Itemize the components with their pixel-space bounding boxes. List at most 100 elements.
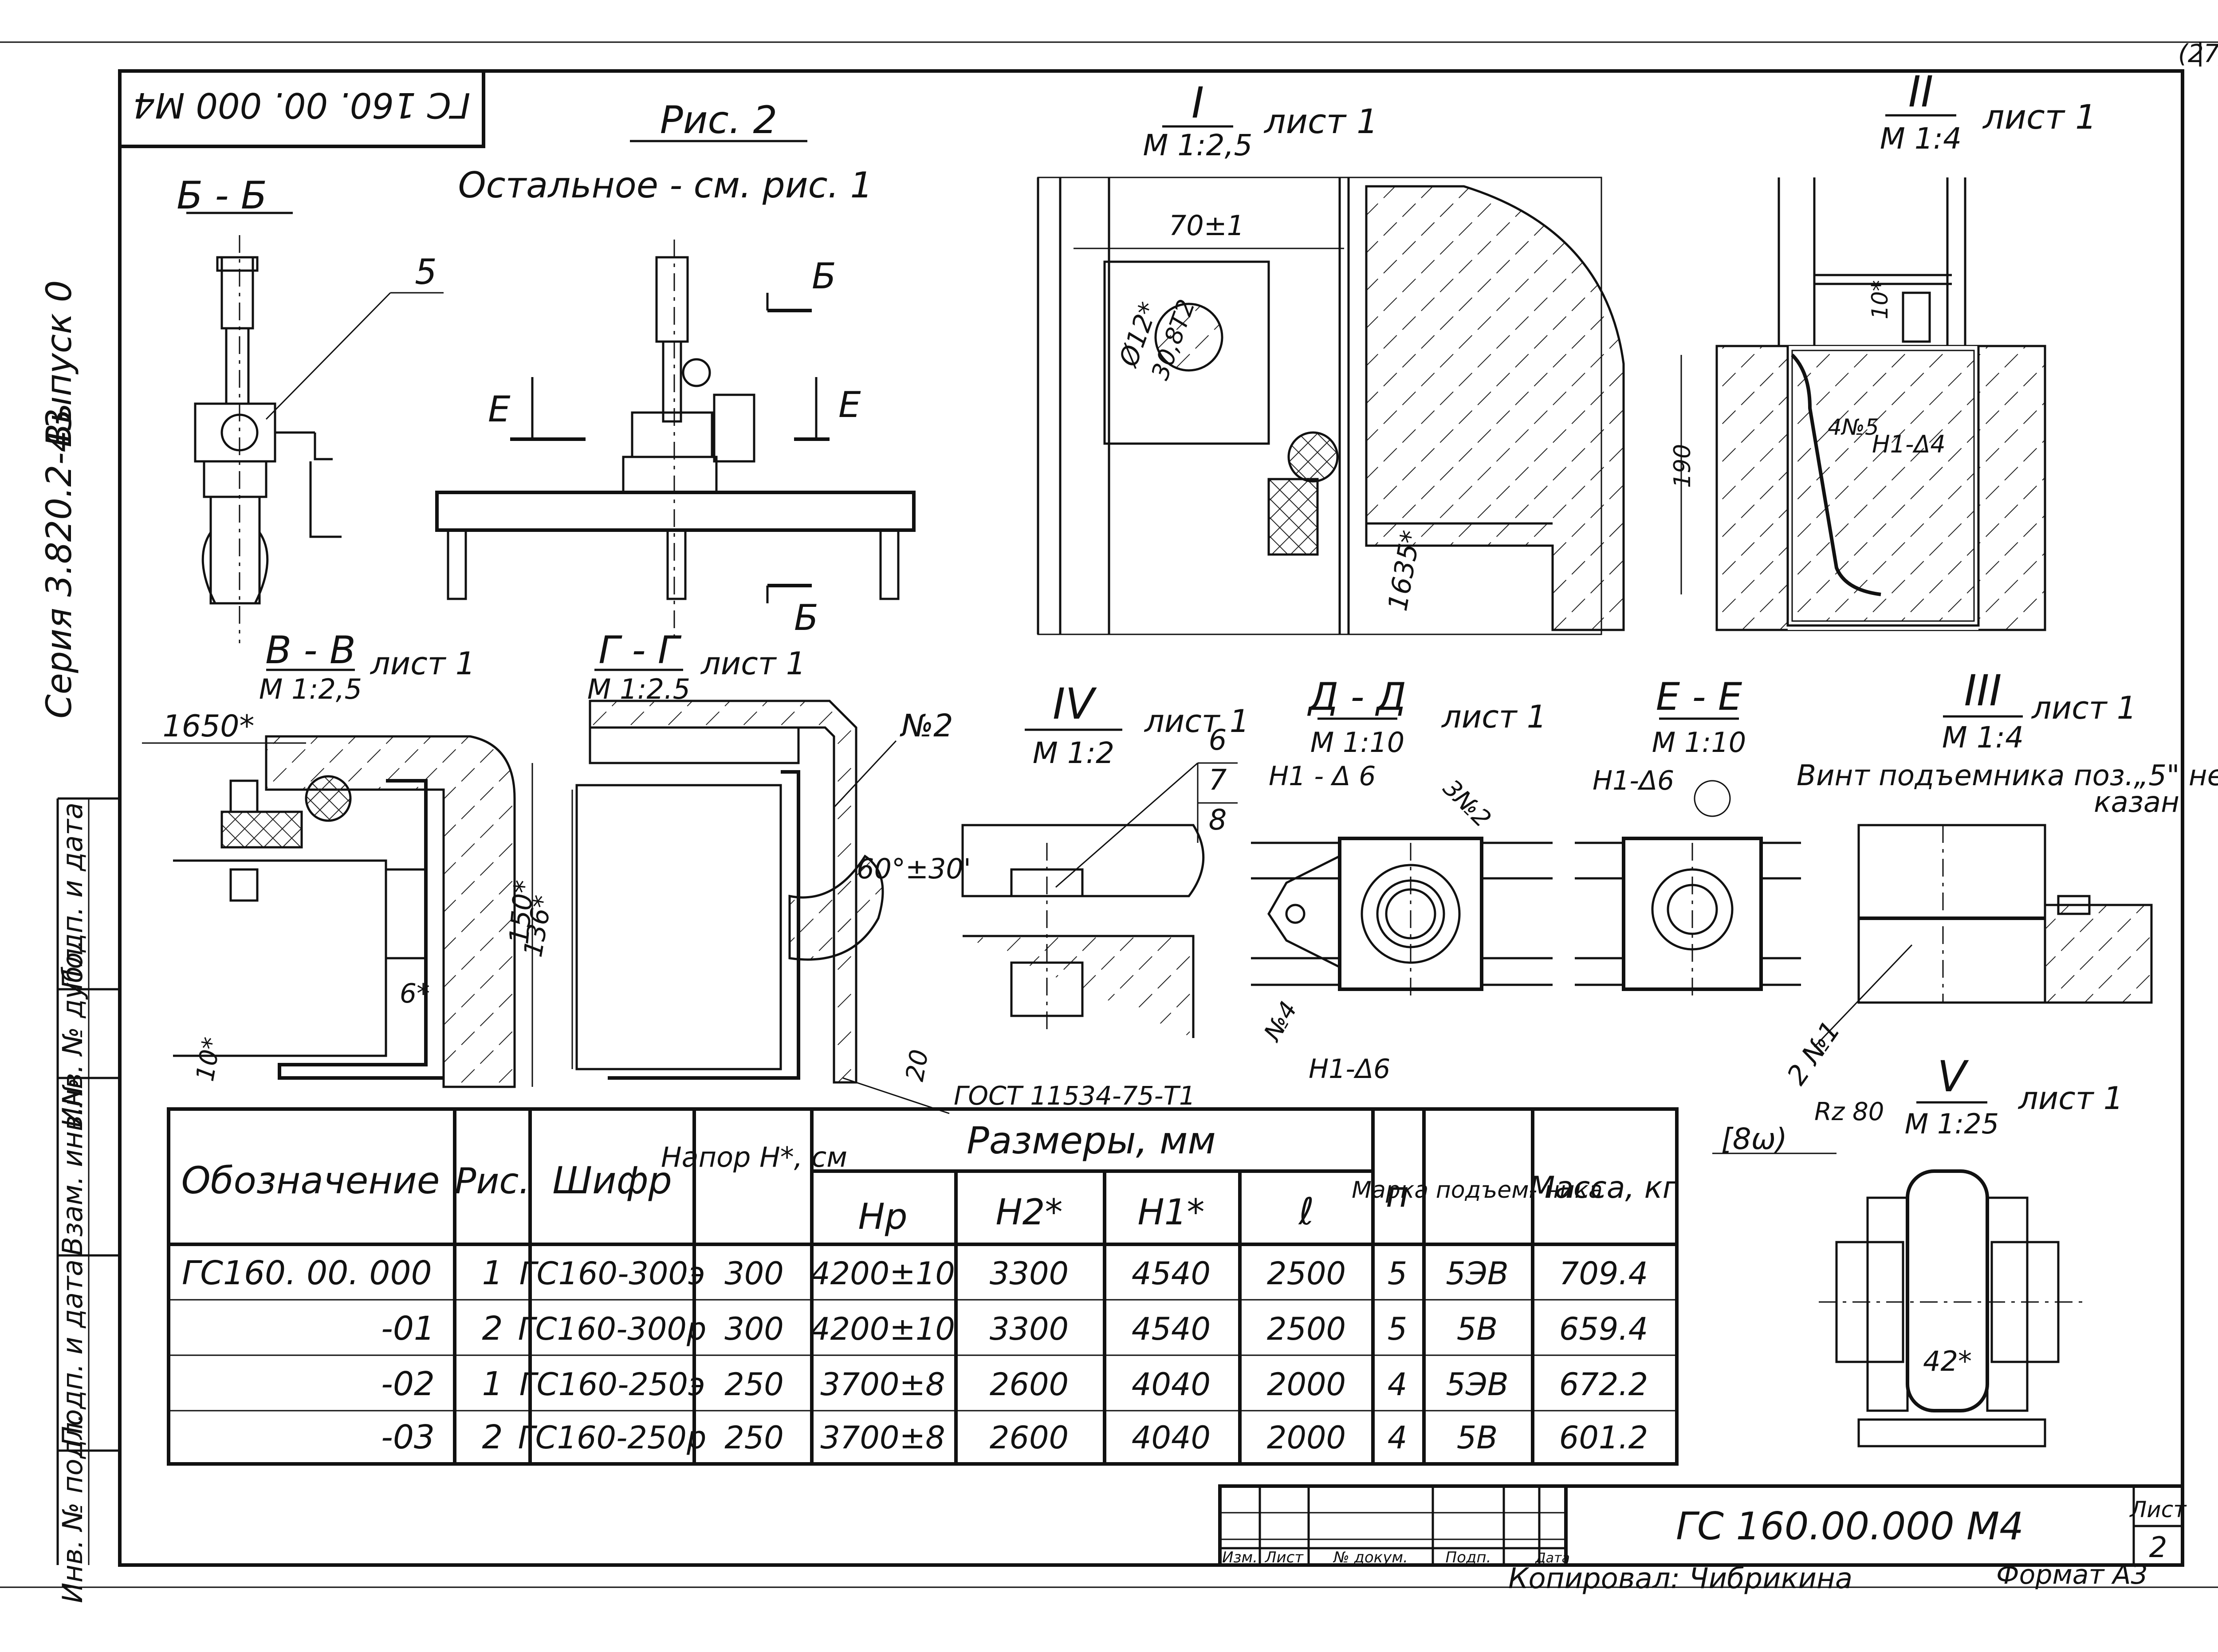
view-I-roman: I	[1192, 78, 1204, 128]
cell-mass: 659.4	[1559, 1311, 1648, 1347]
view-II-scale: М 1:4	[1880, 122, 1962, 156]
view-bb-title: Б - Б	[177, 173, 267, 218]
th-h1: Н1*	[1137, 1192, 1204, 1233]
view-II-dim-10: 10*	[1867, 280, 1893, 319]
cell-designation: -02	[381, 1365, 435, 1403]
cell-fig: 2	[482, 1418, 503, 1456]
view-vv-dim-6: 6*	[400, 978, 430, 1009]
view-dd-weld2: 3№2	[1438, 774, 1497, 833]
cell-code: ГС160-250э	[519, 1366, 705, 1403]
cell-hp: 3700±8	[820, 1420, 945, 1456]
stamp-code: ГС 160. 00. 000 М4	[133, 85, 471, 125]
side-column: Подп. и дата Инв. № дубл. Взам. инв.№ По…	[39, 280, 120, 1603]
view-vv-sheet: лист 1	[370, 645, 475, 682]
series-label: Серия 3.820.2-43	[39, 408, 79, 719]
cell-h1: 4040	[1132, 1420, 1211, 1456]
th-designation: Обозначение	[181, 1159, 440, 1202]
issue-label: Выпуск 0	[39, 280, 79, 448]
side-cell-1: Подп. и дата	[56, 802, 89, 990]
cell-designation: -03	[381, 1418, 435, 1456]
view-gg-title: Г - Г	[598, 628, 682, 673]
view-IV: IV М 1:2 лист 1 6 7 8	[961, 679, 1249, 1038]
cell-code: ГС160-250р	[518, 1420, 707, 1456]
cell-l: 2500	[1267, 1255, 1346, 1292]
view-I-sheet: лист 1	[1263, 102, 1378, 141]
cell-designation: -01	[381, 1310, 435, 1348]
view-V: V М 1:25 лист 1 [8ω) Rz 80 42*	[1712, 1052, 2123, 1447]
cell-head: 300	[724, 1255, 784, 1292]
th-n: п	[1386, 1174, 1409, 1215]
cell-l: 2000	[1267, 1366, 1346, 1403]
spec-table: Обозначение Рис. Шифр Напор Н*, см Разме…	[167, 1107, 1679, 1466]
cell-h1: 4040	[1132, 1366, 1211, 1403]
tb-col-sign: Подп.	[1446, 1549, 1491, 1566]
view-V-scale: М 1:25	[1905, 1108, 1999, 1140]
cell-code: ГС160-300р	[518, 1311, 707, 1347]
table-row: -03 2 ГС160-250р 250 3700±8 2600 4040 20…	[381, 1418, 1648, 1456]
view-bb: Б - Б 5	[177, 173, 444, 643]
view-III-roman: III	[1964, 666, 2002, 716]
cell-l: 2000	[1267, 1420, 1346, 1456]
cell-l: 2500	[1267, 1311, 1346, 1347]
figure-title: Рис. 2	[660, 98, 777, 142]
tb-col-doc: № докум.	[1333, 1549, 1408, 1566]
view-vv-dim-1650: 1650*	[162, 709, 254, 744]
cell-h1: 4540	[1132, 1255, 1211, 1292]
view-III-note2: казан	[2094, 786, 2179, 819]
view-ee: Е - Е М 1:10 Н1-Δ6	[1575, 675, 1801, 998]
cell-hoist: 5ЭВ	[1446, 1366, 1508, 1403]
section-mark-e-right: Е	[838, 384, 861, 425]
view-IV-roman: IV	[1053, 679, 1097, 729]
cell-h2: 3300	[990, 1311, 1069, 1347]
th-dims: Размеры, мм	[967, 1119, 1216, 1162]
figure-note: Остальное - см. рис. 1	[458, 165, 873, 206]
cell-n: 5	[1388, 1255, 1408, 1292]
view-bb-pos5: 5	[415, 252, 437, 292]
cell-mass: 601.2	[1559, 1420, 1648, 1456]
cell-head: 250	[724, 1366, 784, 1403]
view-II-dim-190: 190	[1669, 444, 1696, 488]
cell-mass: 672.2	[1559, 1366, 1648, 1403]
cell-hoist: 5В	[1457, 1420, 1498, 1456]
th-h2: Н2*	[995, 1192, 1062, 1233]
side-cell-3: Взам. инв.№	[56, 1078, 89, 1255]
view-vv-dim-150: 150*	[503, 879, 540, 945]
fig2-elevation: Б Б Е Е	[435, 240, 916, 639]
view-I-scale: М 1:2,5	[1143, 128, 1252, 162]
view-IV-sheet: лист 1	[1144, 703, 1249, 739]
tb-col-date: Дата	[1534, 1550, 1570, 1566]
side-cell-4: Подп. и дата	[56, 1259, 89, 1447]
view-dd: Д - Д М 1:10 лист 1 Н1 - Δ 6 3№2 №4 Н1-Δ…	[1251, 675, 1553, 1085]
view-V-weld: [8ω)	[1721, 1122, 1787, 1156]
th-mass: Масса, кг	[1529, 1170, 1679, 1205]
side-cell-5: Инв. № подл.	[56, 1413, 89, 1603]
th-hp: Нр	[858, 1196, 908, 1237]
table-row: -01 2 ГС160-300р 300 4200±10 3300 4540 2…	[381, 1310, 1648, 1348]
view-III-sheet: лист 1	[2031, 690, 2136, 726]
view-V-rough: Rz 80	[1814, 1097, 1884, 1126]
tb-sheet-label: Лист	[2129, 1497, 2187, 1522]
tb-col-izm: Изм.	[1222, 1549, 1258, 1566]
view-II-sheet: лист 1	[1982, 97, 2097, 137]
cell-head: 250	[724, 1420, 784, 1456]
cell-hoist: 5В	[1457, 1311, 1498, 1347]
cell-hp: 3700±8	[820, 1366, 945, 1403]
view-II-weld: 4№5	[1828, 414, 1879, 440]
view-gg-gost: ГОСТ 11534-75-Т1	[954, 1081, 1196, 1111]
view-dd-weld3: №4	[1258, 997, 1302, 1047]
view-IV-pos7: 7	[1209, 764, 1227, 797]
section-mark-e-left: Е	[488, 389, 511, 430]
cell-fig: 1	[482, 1254, 503, 1292]
view-I-dim-gap: 70±1	[1169, 209, 1244, 242]
table-row: -02 1 ГС160-250э 250 3700±8 2600 4040 20…	[381, 1365, 1648, 1403]
top-stamp: ГС 160. 00. 000 М4	[118, 69, 485, 148]
view-IV-pos6: 6	[1209, 724, 1227, 757]
view-IV-scale: М 1:2	[1033, 736, 1114, 770]
view-gg: Г - Г М 1:2.5 лист 1 №2 60°±30' 136* 20 …	[518, 628, 1196, 1114]
cell-designation: ГС160. 00. 000	[182, 1254, 432, 1292]
view-vv-scale: М 1:2,5	[259, 673, 362, 705]
view-III: III М 1:4 лист 1 Винт подъемника поз.„5"…	[1781, 666, 2218, 1091]
view-I: I М 1:2,5 лист 1 70±1 Ø12* 30,8Т2 1635*	[1037, 78, 1625, 635]
cell-fig: 2	[482, 1310, 503, 1348]
